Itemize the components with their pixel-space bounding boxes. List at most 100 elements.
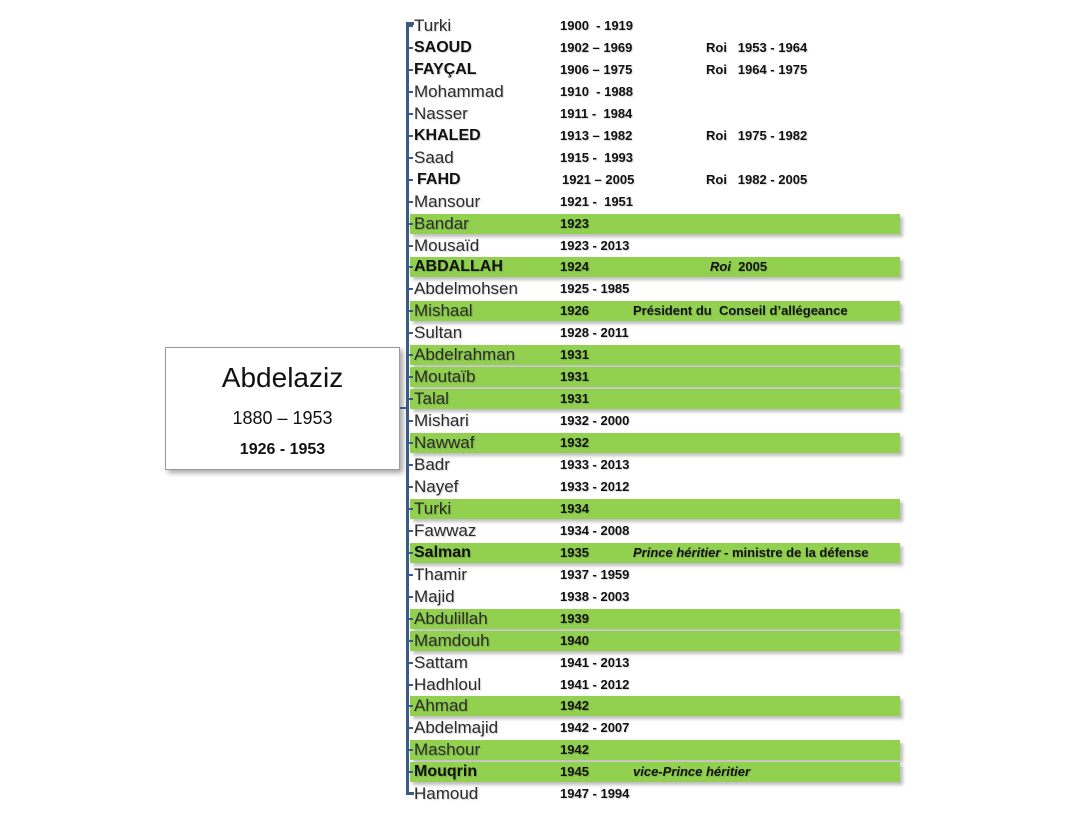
son-note: Roi 1975 - 1982 (706, 128, 807, 144)
son-dates: 1934 (560, 501, 589, 516)
son-dates: 1942 (560, 742, 589, 757)
son-note-text: Roi 1953 - 1964 (706, 40, 808, 55)
son-name: Salman (414, 544, 471, 561)
son-name: Abdelrahman (414, 345, 516, 364)
son-dates: 1940 (560, 633, 589, 648)
branch-tick (408, 179, 413, 181)
son-dates: 1931 (560, 369, 589, 384)
son-dates: 1932 - 2000 (560, 413, 630, 428)
branch-tick (408, 354, 413, 356)
son-name: Mouqrin (414, 763, 478, 780)
son-name: Badr (414, 455, 450, 474)
son-dates: 1931 (560, 391, 589, 406)
son-name: Mishari (414, 411, 469, 430)
son-note: Roi 2005 (710, 259, 767, 275)
branch-tick (408, 574, 413, 576)
son-name: Mishaal (414, 301, 473, 320)
branch-tick (408, 25, 413, 27)
son-dates: 1937 - 1959 (560, 567, 630, 582)
branch-tick (408, 398, 413, 400)
son-dates: 1913 – 1982 (560, 128, 633, 143)
son-name: Turki (414, 16, 452, 35)
son-name: Nayef (414, 477, 459, 496)
branch-tick (408, 310, 413, 312)
branch-tick (408, 596, 413, 598)
son-dates: 1941 - 2013 (560, 655, 630, 670)
son-note-text: Roi 1975 - 1982 (706, 128, 808, 143)
son-dates: 1947 - 1994 (560, 786, 630, 801)
son-dates: 1933 - 2012 (560, 479, 630, 494)
branch-tick (408, 442, 413, 444)
root-reign: 1926 - 1953 (239, 441, 326, 458)
son-dates: 1900 - 1919 (560, 18, 634, 33)
son-row: Hamoud 1947 - 1994 (408, 784, 900, 804)
branch-tick (408, 69, 413, 71)
son-dates: 1932 (560, 435, 589, 450)
son-name: Fawwaz (414, 521, 477, 540)
son-name: Turki (414, 499, 452, 518)
son-row: Fawwaz 1934 - 2008 (408, 521, 900, 541)
bracket-line (406, 22, 409, 795)
branch-tick (408, 266, 413, 268)
son-dates: 1923 (560, 216, 589, 231)
son-row: Sultan 1928 - 2011 (408, 323, 900, 343)
son-dates: 1921 - 1951 (560, 194, 634, 209)
son-name: Sultan (414, 323, 463, 342)
son-name: Majid (414, 587, 455, 606)
son-dates: 1902 – 1969 (560, 40, 633, 55)
son-name: Saad (414, 148, 454, 167)
branch-tick (408, 157, 413, 159)
branch-tick (408, 618, 413, 620)
son-name: Hadhloul (414, 675, 482, 694)
son-name: Hamoud (414, 784, 479, 803)
branch-tick (408, 201, 413, 203)
branch-tick (408, 508, 413, 510)
son-dates: 1939 (560, 611, 589, 626)
branch-tick (408, 135, 413, 137)
son-note-italic: Prince héritier (633, 545, 721, 560)
son-dates: 1910 - 1988 (560, 84, 634, 99)
branch-tick (408, 245, 413, 247)
branch-tick (408, 47, 413, 49)
son-name: Nawwaf (414, 433, 475, 452)
son-name: Thamir (414, 565, 467, 584)
son-note: Roi 1964 - 1975 (706, 62, 807, 78)
branch-tick (408, 684, 413, 686)
branch-tick (408, 464, 413, 466)
son-dates: 1923 - 2013 (560, 238, 630, 253)
branch-tick (408, 662, 413, 664)
branch-tick (408, 486, 413, 488)
son-name: Mohammad (414, 82, 504, 101)
son-name: Moutaïb (414, 367, 476, 386)
son-dates: 1931 (560, 347, 589, 362)
son-name: Mamdouh (414, 631, 490, 650)
son-dates: 1941 - 2012 (560, 677, 630, 692)
son-dates: 1928 - 2011 (560, 325, 629, 340)
son-row: Nayef 1933 - 2012 (408, 477, 900, 497)
son-dates: 1925 - 1985 (560, 281, 630, 296)
son-name: Mashour (414, 740, 481, 759)
son-name: Mousaïd (414, 236, 480, 255)
son-dates: 1926 (560, 303, 589, 318)
son-dates: 1935 (560, 545, 589, 560)
son-dates: 1911 - 1984 (560, 106, 633, 121)
branch-tick (408, 288, 413, 290)
son-dates: 1942 (560, 698, 589, 713)
branch-tick (408, 552, 413, 554)
son-note-text: 2005 (730, 259, 768, 274)
son-dates: 1934 - 2008 (560, 523, 630, 538)
son-dates: 1921 – 2005 (562, 172, 635, 187)
branch-tick (408, 749, 413, 751)
root-node-abdelaziz: Abdelaziz 1880 – 1953 1926 - 1953 (165, 347, 400, 470)
